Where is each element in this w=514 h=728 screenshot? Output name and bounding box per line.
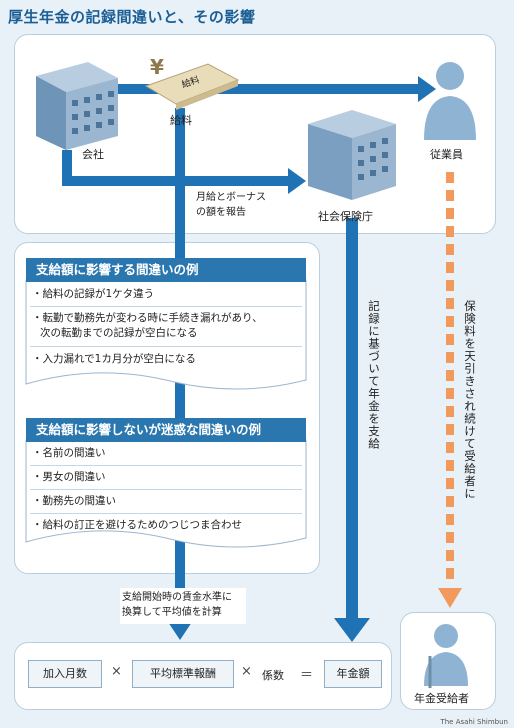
report-label-line2: の額を報告	[196, 207, 246, 218]
convert-note-line1: 支給開始時の賃金水準に	[122, 592, 232, 603]
company-label: 会社	[82, 148, 104, 161]
box1-divider-1	[30, 306, 302, 307]
box2-divider-2	[30, 489, 302, 490]
premium-label: 保険料を天引きされ続けて受給者に	[463, 300, 477, 500]
page-title: 厚生年金の記録間違いと、その影響	[8, 8, 256, 26]
credit: The Asahi Shimbun	[440, 718, 508, 726]
salary-arrow-shaft	[102, 84, 418, 94]
report-label-line1: 月給とボーナス	[196, 192, 266, 203]
box2-divider-1	[30, 465, 302, 466]
formula-result: 年金額	[324, 660, 382, 688]
recipient-label: 年金受給者	[414, 692, 469, 705]
pay-by-record-label: 記録に基づいて年金を支給	[367, 300, 381, 450]
box1-header: 支給額に影響する間違いの例	[26, 258, 306, 282]
box1-item-1: ・給料の記録が1ケタ違う	[32, 288, 155, 300]
salary-envelope-icon	[144, 63, 240, 110]
payment-arrowhead	[334, 618, 370, 642]
salary-label: 給料	[170, 114, 192, 127]
sia-building-icon	[308, 110, 396, 200]
box2-divider-3	[30, 513, 302, 514]
box2-item-1: ・名前の間違い	[32, 447, 106, 459]
record-arrowhead	[168, 622, 192, 640]
box2-item-2: ・男女の間違い	[32, 471, 106, 483]
premium-arrowhead	[438, 588, 462, 608]
box1-item-3: ・入力漏れで1カ月分が空白になる	[32, 353, 196, 365]
recipient-person-icon	[424, 624, 468, 688]
box1-paper	[25, 279, 307, 390]
formula-term-average: 平均標準報酬	[132, 660, 234, 688]
box2-item-3: ・勤務先の間違い	[32, 495, 116, 507]
sia-label: 社会保険庁	[318, 210, 373, 223]
convert-note-line2: 換算して平均値を計算	[122, 607, 222, 618]
box2-item-4: ・給料の訂正を避けるためのつじつま合わせ	[32, 519, 242, 531]
formula-term-months: 加入月数	[28, 660, 102, 688]
formula-term-coefficient: 係数	[262, 669, 284, 682]
box1-item-2: ・転勤で勤務先が変わる時に手続き漏れがあり、	[32, 312, 263, 324]
formula-multiply-1: ×	[111, 664, 122, 679]
report-arrowhead	[288, 168, 306, 194]
convert-note-bg	[120, 588, 246, 624]
employee-label: 従業員	[430, 148, 463, 161]
company-building-icon	[36, 62, 118, 150]
formula-equals: ＝	[300, 668, 314, 683]
formula-multiply-2: ×	[241, 664, 252, 679]
payment-arrow-shaft	[346, 218, 358, 620]
salary-arrowhead	[418, 76, 436, 102]
employee-person-icon	[424, 62, 476, 140]
box1-item-2-cont: 次の転勤までの記録が空白になる	[40, 327, 198, 339]
box2-header: 支給額に影響しないが迷惑な間違いの例	[26, 418, 306, 442]
report-arrow-riser	[62, 150, 72, 186]
yen-symbol: ¥	[150, 55, 164, 79]
box1-divider-2	[30, 346, 302, 347]
box2-paper	[25, 439, 307, 548]
